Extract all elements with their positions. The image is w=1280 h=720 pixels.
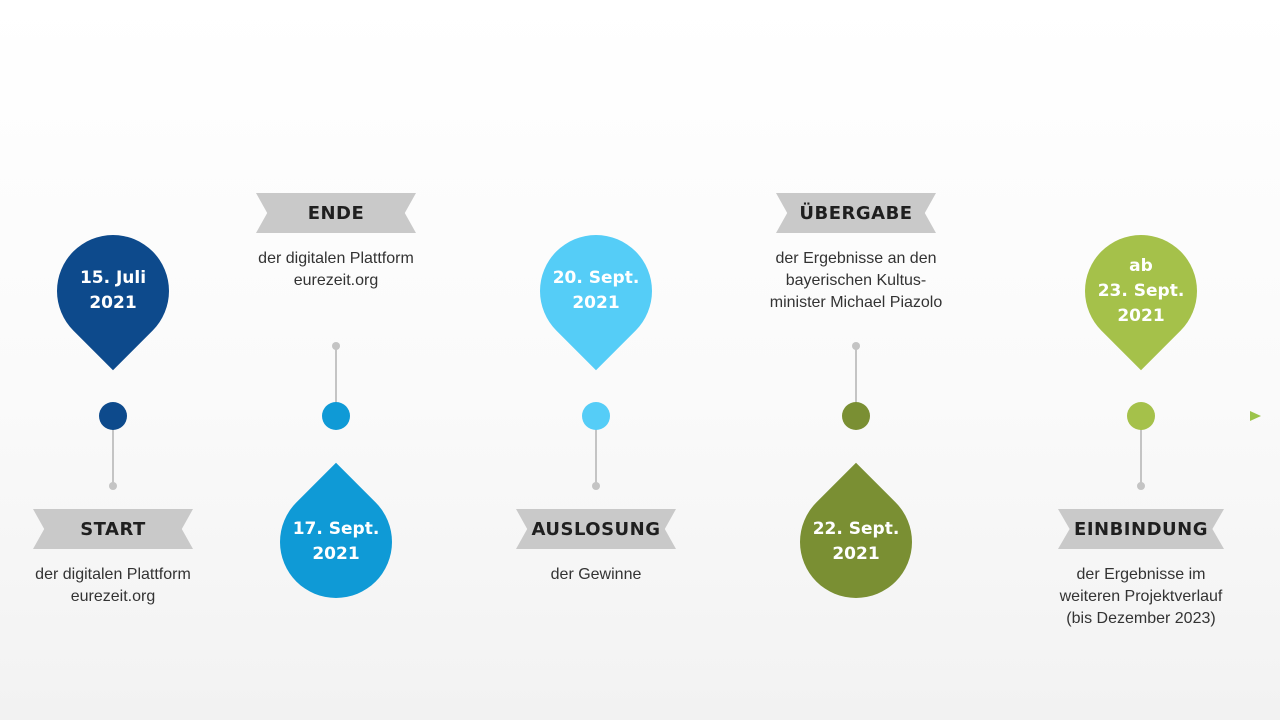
description-start: der digitalen Plattform eurezeit.org	[0, 564, 233, 608]
description-line: der digitalen Plattform	[35, 566, 191, 583]
pin-date-line: 23. Sept.	[1097, 280, 1185, 301]
description-line: eurezeit.org	[293, 272, 379, 289]
connector-dot-auslosung	[592, 482, 600, 490]
description-auslosung: der Gewinne	[476, 564, 716, 586]
timeline-arrowhead	[1250, 411, 1261, 421]
pin-date-line: 2021	[312, 544, 360, 564]
pin-date-line: 22. Sept.	[812, 519, 900, 539]
heading-ende: ENDE	[256, 193, 416, 233]
heading-einbindung: EINBINDUNG	[1058, 509, 1224, 549]
heading-uebergabe: ÜBERGABE	[776, 193, 936, 233]
description-line: der Gewinne	[550, 566, 642, 583]
description-einbindung: der Ergebnisse im weiteren Projektverlauf…	[1021, 564, 1261, 630]
pin-start	[56, 235, 170, 371]
description-line: der digitalen Plattform	[258, 250, 414, 267]
description-uebergabe: der Ergebnisse an den bayerischen Kultus-…	[736, 248, 976, 314]
pin-date-line: 17. Sept.	[292, 519, 380, 539]
milestone-layer	[56, 235, 1197, 598]
pin-ende	[280, 462, 392, 598]
connector-dot-start	[109, 482, 117, 490]
pin-date-line: 2021	[1117, 305, 1165, 326]
pin-einbindung	[1084, 235, 1197, 371]
description-line: bayerischen Kultus-	[785, 272, 927, 289]
node-auslosung	[582, 402, 610, 430]
node-ende	[322, 402, 350, 430]
connector-dot-ende	[332, 342, 340, 350]
pin-auslosung	[540, 235, 653, 371]
description-line: der Ergebnisse im	[1076, 566, 1206, 583]
pin-date-line: ab	[1129, 255, 1153, 276]
description-line: (bis Dezember 2023)	[1066, 610, 1216, 627]
pin-date-line: 2021	[89, 293, 137, 313]
heading-auslosung: AUSLOSUNG	[516, 509, 676, 549]
pin-date-ende: 17. Sept. 2021	[280, 486, 392, 598]
node-uebergabe	[842, 402, 870, 430]
description-line: der Ergebnisse an den	[775, 250, 937, 267]
connector-dot-uebergabe	[852, 342, 860, 350]
pin-date-start: 15. Juli 2021	[57, 235, 169, 347]
connector-dot-einbindung	[1137, 482, 1145, 490]
pin-date-line: 2021	[832, 544, 880, 564]
pin-date-einbindung: ab 23. Sept. 2021	[1085, 235, 1197, 347]
heading-start: START	[33, 509, 193, 549]
description-line: eurezeit.org	[70, 588, 156, 605]
pin-date-uebergabe: 22. Sept. 2021	[800, 486, 912, 598]
description-line: minister Michael Piazolo	[769, 294, 943, 311]
description-ende: der digitalen Plattform eurezeit.org	[216, 248, 456, 292]
node-einbindung	[1127, 402, 1155, 430]
node-start	[99, 402, 127, 430]
description-line: weiteren Projektverlauf	[1059, 588, 1223, 605]
pin-date-line: 20. Sept.	[552, 268, 640, 288]
pin-date-line: 15. Juli	[79, 268, 147, 288]
pin-date-auslosung: 20. Sept. 2021	[540, 235, 652, 347]
pin-uebergabe	[800, 462, 912, 598]
pin-date-line: 2021	[572, 293, 620, 313]
